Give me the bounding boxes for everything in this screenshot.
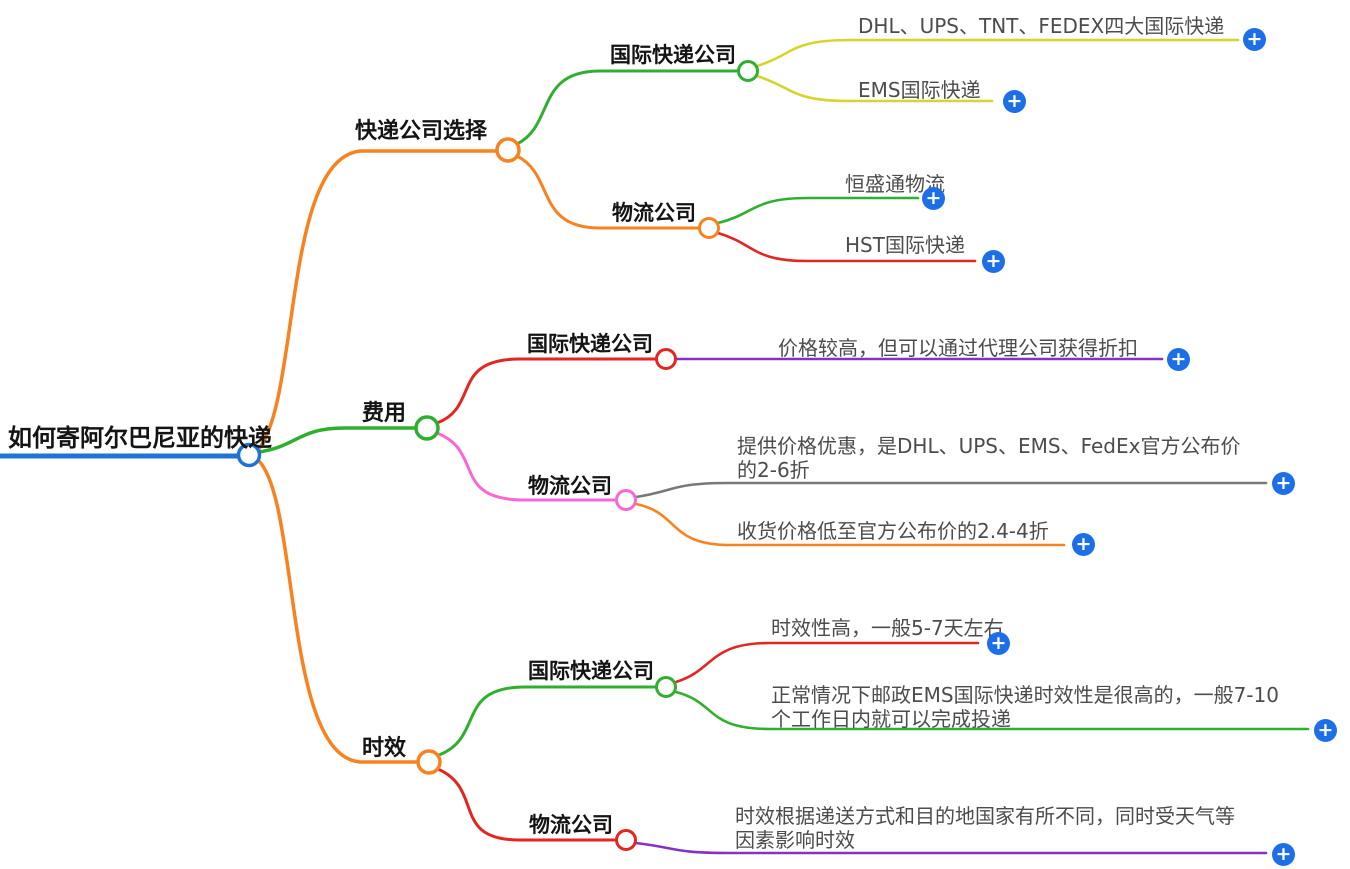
add-child-button[interactable]: + [1072,533,1095,556]
edge-leaf-hst [716,231,977,263]
node-toggle-time-logistics[interactable] [615,829,637,851]
edge-leaf-discount-24-4 [634,502,1066,547]
root-node-label[interactable]: 如何寄阿尔巴尼亚的快递 [8,424,272,452]
add-child-button[interactable]: + [1243,28,1266,51]
add-child-button[interactable]: + [1314,719,1337,742]
leaf-node-label[interactable]: 时效根据递送方式和目的地国家有所不同，同时受天气等 因素影响时效 [735,804,1235,852]
node-toggle-cost-logistics[interactable] [615,489,637,511]
add-child-button[interactable]: + [987,632,1010,655]
leaf-node-label[interactable]: 价格较高，但可以通过代理公司获得折扣 [778,336,1138,360]
edge-root-timeliness [256,458,419,764]
edge-leaf-time-varies [634,841,1268,855]
leaf-node-label[interactable]: HST国际快递 [845,233,965,257]
edge-leaf-hengshengtong [716,196,920,225]
node-label-time-intl-express[interactable]: 国际快递公司 [528,659,654,683]
node-label-cost-intl-express[interactable]: 国际快递公司 [527,332,653,356]
node-toggle-timeliness[interactable] [416,749,442,775]
edge-leaf-ems-7-10-days [674,690,1310,731]
node-label-choice-intl-express[interactable]: 国际快递公司 [610,43,736,67]
edge-time-logistics [436,767,616,842]
edge-root-cost [257,426,417,454]
leaf-node-label[interactable]: 提供价格优惠，是DHL、UPS、EMS、FedEx官方公布价 的2-6折 [737,434,1241,482]
add-child-button[interactable]: + [982,250,1005,273]
add-child-button[interactable]: + [922,187,945,210]
node-label-choice-logistics[interactable]: 物流公司 [612,201,696,225]
node-label-cost-logistics[interactable]: 物流公司 [528,474,612,498]
leaf-node-label[interactable]: 收货价格低至官方公布价的2.4-4折 [737,519,1049,543]
add-child-button[interactable]: + [1272,472,1295,495]
edge-leaf-ems [755,74,994,103]
branch-label-cost[interactable]: 费用 [362,401,407,426]
leaf-node-label[interactable]: DHL、UPS、TNT、FEDEX四大国际快递 [858,14,1225,38]
leaf-node-label[interactable]: 时效性高，一般5-7天左右 [771,616,1004,640]
node-toggle-cost-intl-express[interactable] [655,348,677,370]
node-toggle-cost[interactable] [414,415,440,441]
node-toggle-choice-logistics[interactable] [698,217,720,239]
node-toggle-choice-intl-express[interactable] [737,60,759,82]
node-toggle-root[interactable] [236,442,262,468]
leaf-node-label[interactable]: 正常情况下邮政EMS国际快递时效性是很高的，一般7-10 个工作日内就可以完成投… [771,683,1279,731]
edge-choice-intl-express [515,69,739,146]
add-child-button[interactable]: + [1003,90,1026,113]
add-child-button[interactable]: + [1272,843,1295,866]
edge-time-intl-express [437,685,657,757]
edge-cost-logistics [435,431,616,502]
branch-label-timeliness[interactable]: 时效 [362,736,407,761]
node-toggle-time-intl-express[interactable] [655,676,677,698]
edge-leaf-discount-2-6 [634,481,1268,499]
edge-cost-intl-express [435,357,657,425]
edge-choice-logistics [515,154,700,230]
branch-label-express-choice[interactable]: 快递公司选择 [355,119,488,144]
node-label-time-logistics[interactable]: 物流公司 [529,813,613,837]
leaf-node-label[interactable]: EMS国际快递 [858,78,981,102]
edge-leaf-dhl-ups [755,38,1240,68]
edge-root-express-choice [256,149,499,452]
edge-leaf-5-7-days [674,641,980,684]
add-child-button[interactable]: + [1167,348,1190,371]
node-toggle-express-choice[interactable] [495,137,521,163]
